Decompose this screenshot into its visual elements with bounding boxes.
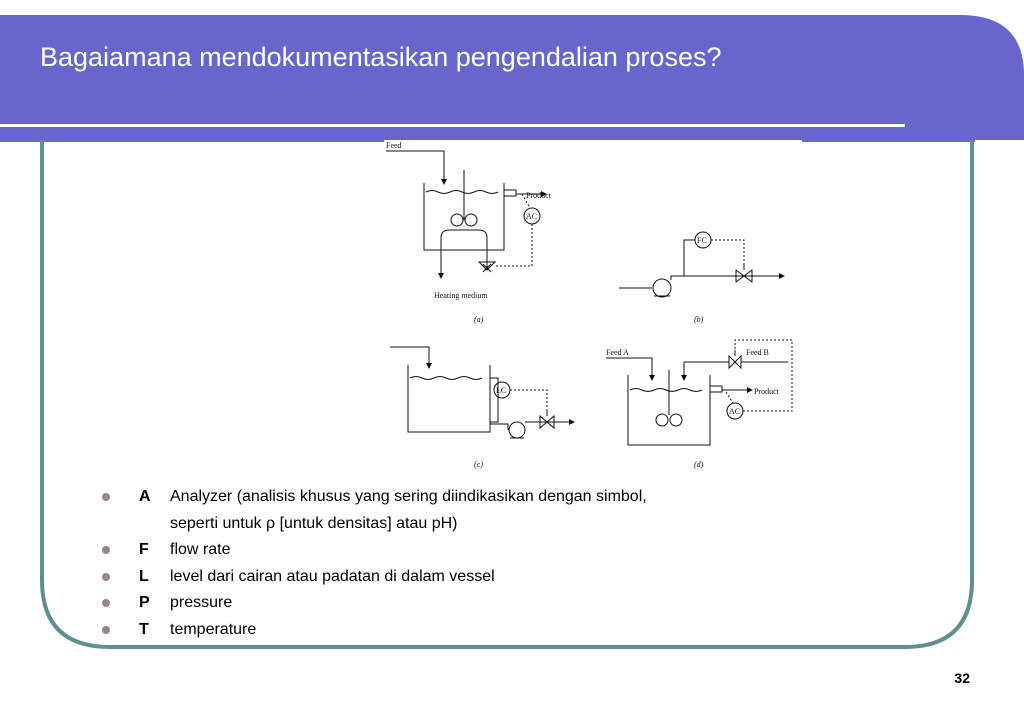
lc-label: LC xyxy=(496,386,506,395)
bullet-icon xyxy=(102,493,110,501)
slide-title: Bagaiamana mendokumentasikan pengendalia… xyxy=(40,42,722,72)
bullet-icon xyxy=(102,625,110,634)
diagram-d xyxy=(606,339,793,446)
legend-desc: level dari cairan atau padatan di dalam … xyxy=(170,567,495,585)
diagram-svg: Feed Product AC Heating medium (a) FC (b… xyxy=(384,140,802,470)
legend-key: L xyxy=(139,567,149,585)
caption-b: (b) xyxy=(694,315,704,324)
legend-desc: pressure xyxy=(170,594,233,611)
legend-list: A Analyzer (analisis khusus yang sering … xyxy=(100,486,920,645)
header-underline xyxy=(0,124,905,127)
product-label-d: Product xyxy=(754,387,780,396)
process-diagrams: Feed Product AC Heating medium (a) FC (b… xyxy=(384,140,802,470)
heating-medium-label: Heating medium xyxy=(434,291,488,300)
legend-desc-continuation: seperti untuk ρ [untuk densitas] atau pH… xyxy=(170,514,458,532)
legend-item-t: T temperature xyxy=(100,619,920,646)
legend-item-a-continuation: seperti untuk ρ [untuk densitas] atau pH… xyxy=(100,513,920,540)
ac-label-a: AC xyxy=(526,212,537,221)
legend-key: T xyxy=(139,620,149,638)
fc-label: FC xyxy=(697,236,707,245)
legend-desc: Analyzer (analisis khusus yang sering di… xyxy=(170,488,647,505)
legend-key: P xyxy=(139,594,150,611)
bullet-icon xyxy=(102,572,110,581)
diagram-c xyxy=(390,346,575,439)
caption-d: (d) xyxy=(694,460,704,469)
diagram-a xyxy=(386,150,547,279)
legend-item-a: A Analyzer (analisis khusus yang sering … xyxy=(100,486,920,513)
feed-a-label: Feed A xyxy=(606,348,629,357)
legend-item-l: L level dari cairan atau padatan di dala… xyxy=(100,566,920,593)
legend-key: A xyxy=(139,488,151,505)
legend-item-f: F flow rate xyxy=(100,539,920,566)
legend-key: F xyxy=(139,541,149,558)
feed-b-label: Feed B xyxy=(746,348,769,357)
diagram-b xyxy=(619,231,785,298)
page-number: 32 xyxy=(954,670,970,686)
product-label-a: Product xyxy=(526,191,552,200)
bullet-icon xyxy=(102,546,110,554)
header-band xyxy=(0,15,1024,142)
caption-a: (a) xyxy=(474,315,484,324)
ac-label-d: AC xyxy=(729,407,740,416)
legend-item-p: P pressure xyxy=(100,592,920,619)
caption-c: (c) xyxy=(474,460,483,469)
legend-desc: flow rate xyxy=(170,541,231,558)
content-border xyxy=(40,140,974,649)
bullet-icon xyxy=(102,599,110,607)
legend-desc: temperature xyxy=(170,620,257,638)
feed-label: Feed xyxy=(386,141,402,150)
